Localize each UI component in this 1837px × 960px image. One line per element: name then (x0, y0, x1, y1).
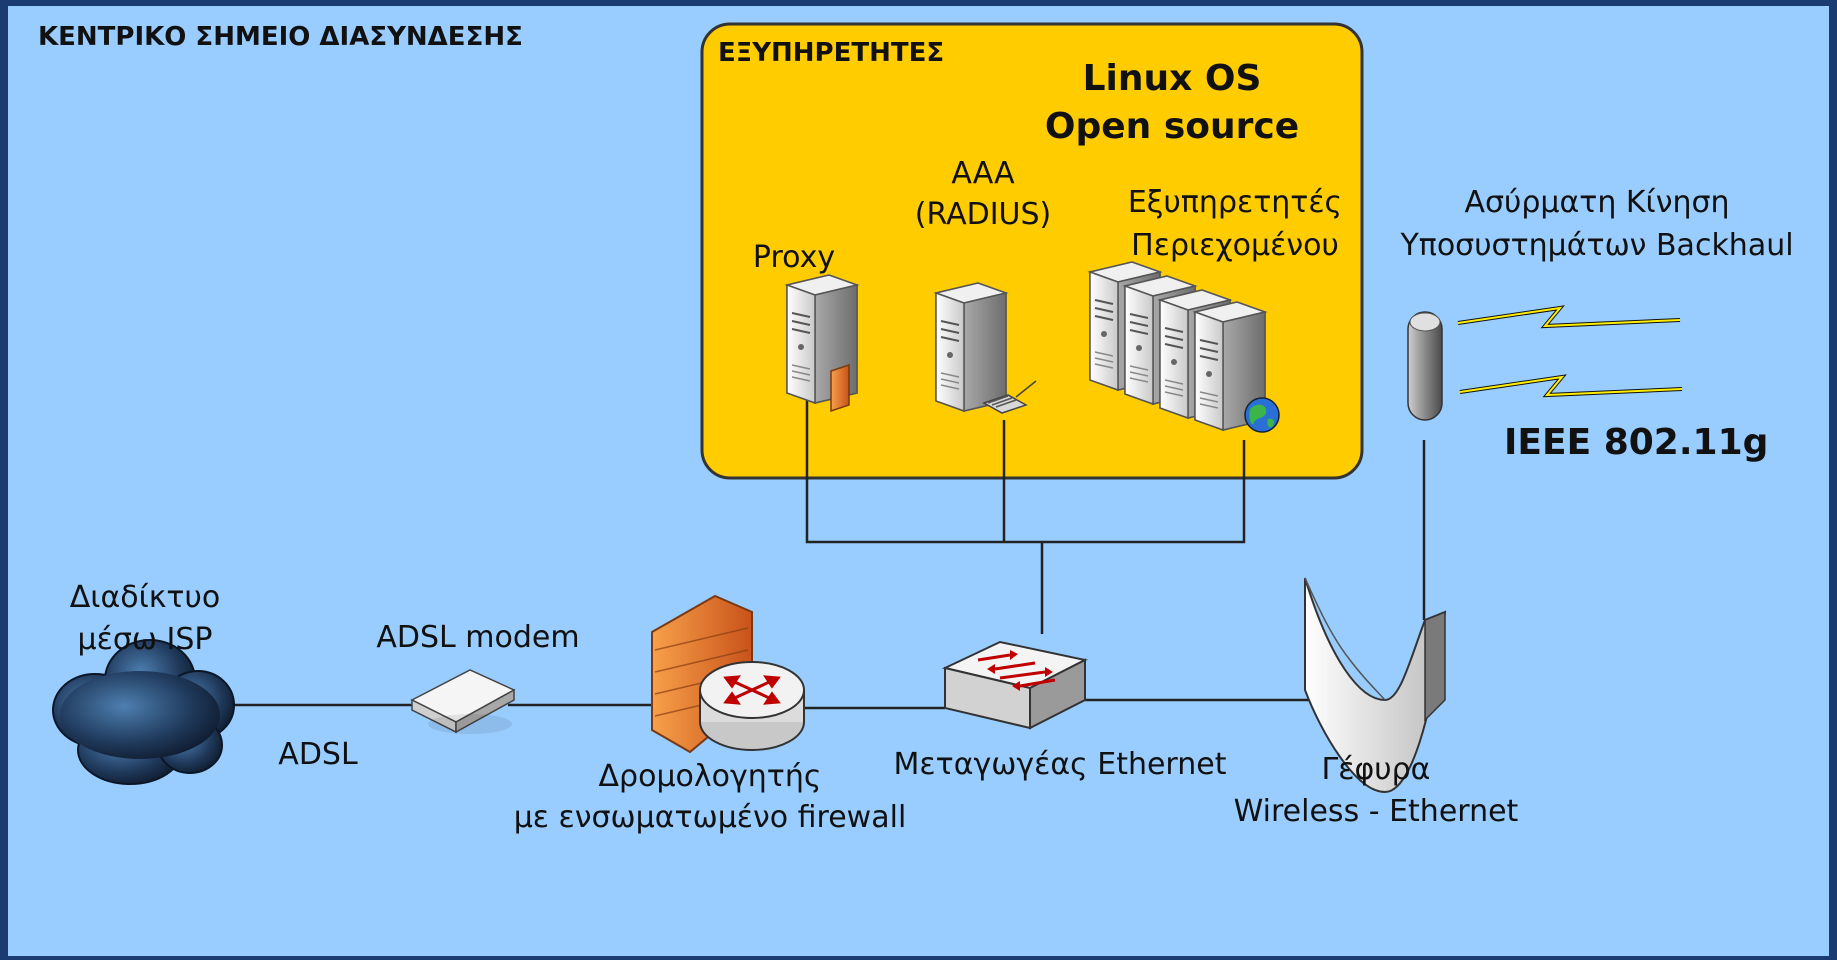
aaa-radius-server-icon (935, 282, 1037, 414)
adsl-link-label: ADSL (278, 737, 358, 772)
os-label-line2: Open source (1044, 106, 1300, 147)
internet-label-line2: μέσω ISP (77, 622, 213, 657)
switch-label: Μεταγωγέας Ethernet (893, 747, 1227, 782)
content-servers-label-line2: Περιεχομένου (1131, 228, 1339, 263)
backhaul-label-line2: Υποσυστημάτων Backhaul (1400, 228, 1794, 263)
bridge-label-line1: Γέφυρα (1321, 752, 1431, 787)
router-firewall-icon (651, 594, 805, 754)
wireless-bridge-icon (1304, 577, 1447, 794)
os-label-line1: Linux OS (1082, 58, 1262, 99)
wireless-antenna-icon (1407, 311, 1443, 421)
content-servers-icon (1089, 261, 1280, 433)
proxy-label: Proxy (752, 240, 836, 275)
ieee-standard-label: IEEE 802.11g (1504, 422, 1769, 463)
globe-icon (1244, 397, 1280, 433)
wireless-signal-icon (1457, 305, 1683, 398)
router-label-line2: με ενσωματωμένο firewall (513, 800, 907, 835)
adsl-modem-icon (410, 669, 516, 734)
servers-panel-title: ΕΞΥΠΗΡΕΤΗΤΕΣ (718, 38, 945, 68)
aaa-label-line1: AAA (951, 156, 1015, 191)
aaa-label-line2: (RADIUS) (914, 197, 1052, 232)
connection-lines (232, 400, 1426, 710)
diagram-title: ΚΕΝΤΡΙΚΟ ΣΗΜΕΙΟ ΔΙΑΣΥΝΔΕΣΗΣ (38, 22, 523, 52)
ethernet-switch-icon (941, 640, 1088, 730)
bridge-label-line2: Wireless - Ethernet (1233, 794, 1519, 829)
content-servers-label-line1: Εξυπηρετητές (1127, 185, 1343, 220)
server-bus-line (805, 400, 1246, 544)
modem-label: ADSL modem (376, 620, 580, 655)
internet-cloud-icon (52, 639, 235, 785)
internet-label-line1: Διαδίκτυο (69, 580, 221, 615)
router-label-line1: Δρομολογητής (598, 759, 822, 794)
backhaul-label-line1: Ασύρματη Κίνηση (1464, 185, 1730, 220)
proxy-server-icon (786, 274, 858, 413)
